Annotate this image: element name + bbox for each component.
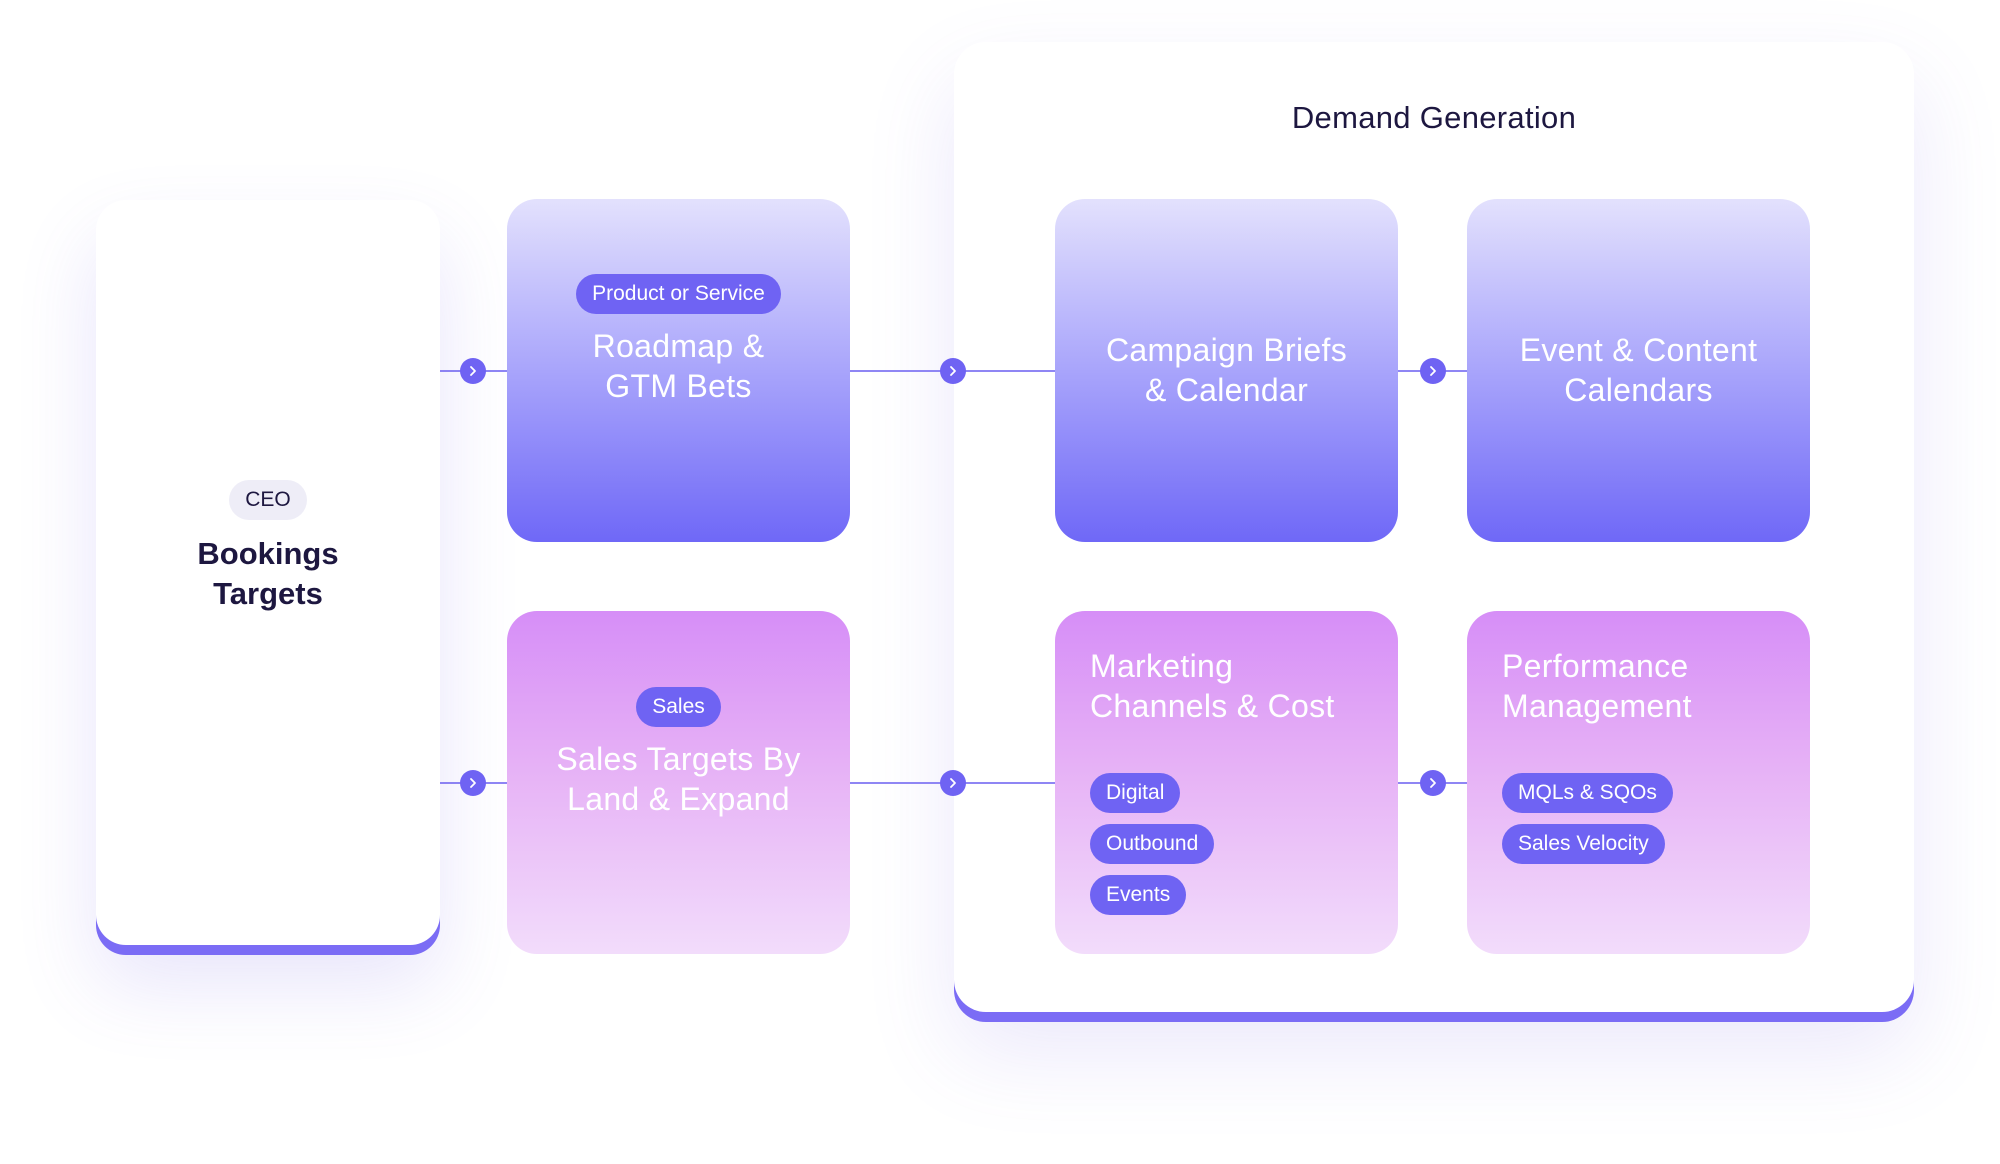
roadmap-gtm-card: Product or Service Roadmap & GTM Bets (507, 199, 850, 542)
performance-title-line1: Performance (1502, 648, 1689, 684)
bookings-targets-title: Bookings Targets (197, 534, 338, 614)
sales-badge: Sales (636, 687, 721, 727)
roadmap-title-line2: GTM Bets (605, 368, 752, 404)
marketing-channels-card: Marketing Channels & Cost Digital Outbou… (1055, 611, 1398, 954)
product-service-badge: Product or Service (576, 274, 781, 314)
chevron-right-icon (1420, 770, 1446, 796)
chevron-right-icon (940, 358, 966, 384)
sales-targets-card: Sales Sales Targets By Land & Expand (507, 611, 850, 954)
marketing-title-line1: Marketing (1090, 648, 1234, 684)
campaign-title: Campaign Briefs & Calendar (1106, 330, 1347, 410)
sales-title-line1: Sales Targets By (556, 741, 801, 777)
ceo-bookings-card: CEO Bookings Targets (96, 200, 440, 945)
event-content-card: Event & Content Calendars (1467, 199, 1810, 542)
marketing-title-line2: Channels & Cost (1090, 688, 1335, 724)
marketing-title: Marketing Channels & Cost (1090, 646, 1335, 726)
chevron-right-icon (940, 770, 966, 796)
marketing-tag-list: Digital Outbound Events (1090, 773, 1215, 915)
tag-events: Events (1090, 875, 1187, 915)
chevron-right-icon (460, 358, 486, 384)
campaign-title-line2: & Calendar (1144, 372, 1309, 408)
roadmap-title-line1: Roadmap & (592, 328, 765, 364)
event-title: Event & Content Calendars (1520, 330, 1758, 410)
ceo-title-line2: Targets (213, 576, 323, 611)
tag-mqls-sqos: MQLs & SQOs (1502, 773, 1673, 813)
performance-title: Performance Management (1502, 646, 1692, 726)
chevron-right-icon (1420, 358, 1446, 384)
tag-outbound: Outbound (1090, 824, 1215, 864)
sales-title-line2: Land & Expand (567, 781, 790, 817)
roadmap-title: Roadmap & GTM Bets (593, 326, 765, 406)
ceo-title-line1: Bookings (197, 536, 339, 571)
event-title-line2: Calendars (1564, 372, 1713, 408)
performance-title-line2: Management (1502, 688, 1692, 724)
performance-tag-list: MQLs & SQOs Sales Velocity (1502, 773, 1673, 864)
tag-sales-velocity: Sales Velocity (1502, 824, 1665, 864)
performance-management-card: Performance Management MQLs & SQOs Sales… (1467, 611, 1810, 954)
tag-digital: Digital (1090, 773, 1181, 813)
event-title-line1: Event & Content (1519, 332, 1758, 368)
demand-generation-title: Demand Generation (1291, 100, 1577, 135)
campaign-briefs-card: Campaign Briefs & Calendar (1055, 199, 1398, 542)
chevron-right-icon (460, 770, 486, 796)
campaign-title-line1: Campaign Briefs (1105, 332, 1348, 368)
sales-targets-title: Sales Targets By Land & Expand (556, 739, 800, 819)
ceo-badge: CEO (229, 480, 307, 520)
